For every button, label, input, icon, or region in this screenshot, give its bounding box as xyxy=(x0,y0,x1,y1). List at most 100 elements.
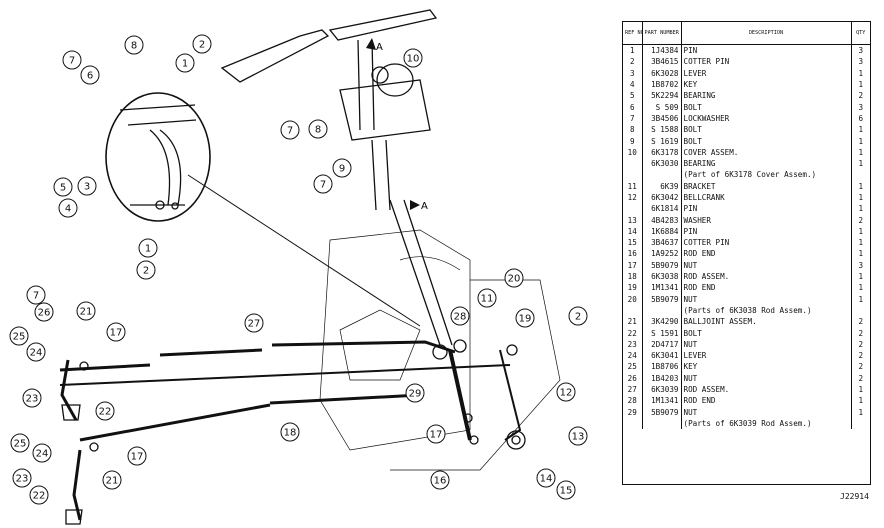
callout-label: 15 xyxy=(560,486,573,497)
callout-label: 24 xyxy=(36,449,49,460)
quantity: 1 xyxy=(858,294,864,304)
part-number: 6K3042 xyxy=(642,191,682,204)
description: PIN xyxy=(681,203,852,215)
part-number xyxy=(642,169,682,181)
description: KEY xyxy=(681,78,852,91)
description: LOCKWASHER xyxy=(681,112,852,125)
description: COVER ASSEM. xyxy=(681,146,852,158)
callout-label: 14 xyxy=(540,474,553,485)
callout-19: 19 xyxy=(515,308,535,328)
description: PIN xyxy=(681,225,852,238)
quantity: 1 xyxy=(858,181,864,191)
ref-number: 1 xyxy=(623,44,643,57)
callout-label: 4 xyxy=(65,204,71,215)
ref-number: 5 xyxy=(623,90,643,102)
ref-number: 28 xyxy=(623,395,643,407)
table-row: (Part of 6K3178 Cover Assem.) xyxy=(623,169,870,181)
part-number: 5K2294 xyxy=(642,90,682,102)
quantity: 1 xyxy=(858,68,864,78)
ref-number: 9 xyxy=(623,135,643,147)
quantity: 1 xyxy=(858,80,864,90)
callout-27: 27 xyxy=(244,313,264,333)
quantity: 1 xyxy=(858,407,864,417)
callout-2: 2 xyxy=(136,260,156,280)
part-number: S 1591 xyxy=(642,327,682,339)
inset-detail xyxy=(105,92,211,222)
callout-26: 26 xyxy=(34,302,54,322)
part-number: 1B8706 xyxy=(642,361,682,373)
quantity: 1 xyxy=(858,204,864,214)
part-number: S 1588 xyxy=(642,124,682,136)
callout-label: 10 xyxy=(407,54,420,65)
quantity: 2 xyxy=(858,91,864,101)
column-header-ref: REF NO. xyxy=(623,22,643,45)
ref-number: 29 xyxy=(623,406,643,418)
part-number: 3B4506 xyxy=(642,112,682,125)
ref-number: 8 xyxy=(623,124,643,136)
callout-label: 23 xyxy=(16,474,29,485)
part-number: 3B4637 xyxy=(642,237,682,249)
ref-number: 27 xyxy=(623,383,643,396)
callout-label: 17 xyxy=(430,430,443,441)
quantity: 1 xyxy=(858,226,864,236)
quantity: 2 xyxy=(858,362,864,372)
callout-23: 23 xyxy=(22,388,42,408)
callout-5: 5 xyxy=(53,177,73,197)
callout-label: 21 xyxy=(106,476,119,487)
part-number: 6K3039 xyxy=(642,383,682,396)
callout-label: 25 xyxy=(13,332,26,343)
arrow-label: A xyxy=(421,201,428,212)
part-number: 3K4290 xyxy=(642,316,682,328)
description: BOLT xyxy=(681,124,852,136)
callout-label: 29 xyxy=(409,389,422,400)
ref-number: 24 xyxy=(623,350,643,362)
ref-number xyxy=(623,157,643,170)
description: BEARING xyxy=(681,90,852,102)
callout-4: 4 xyxy=(58,198,78,218)
callout-label: 28 xyxy=(454,312,467,323)
parts-list: REF NO. PART NUMBER DESCRIPTION QTY 11J4… xyxy=(622,21,871,485)
part-number: 6K1814 xyxy=(642,203,682,215)
callout-label: 27 xyxy=(248,319,261,330)
callout-label: 2 xyxy=(143,266,149,277)
callout-label: 18 xyxy=(284,428,297,439)
part-number xyxy=(642,304,682,317)
description: BEARING xyxy=(681,157,852,170)
callout-label: 21 xyxy=(80,307,93,318)
quantity: 1 xyxy=(858,159,864,169)
callout-6: 6 xyxy=(80,65,100,85)
ref-number: 22 xyxy=(623,327,643,339)
ref-number: 10 xyxy=(623,146,643,158)
description: NUT xyxy=(681,372,852,384)
callout-7: 7 xyxy=(313,174,333,194)
description: LEVER xyxy=(681,350,852,362)
ref-number xyxy=(623,203,643,215)
column-header-qty: QTY xyxy=(851,22,870,45)
description: KEY xyxy=(681,361,852,373)
part-number: 1K6884 xyxy=(642,225,682,238)
ref-number xyxy=(623,417,643,430)
callout-7: 7 xyxy=(280,120,300,140)
callout-label: 12 xyxy=(560,388,573,399)
description: NUT xyxy=(681,406,852,418)
quantity: 3 xyxy=(858,260,864,270)
figure-number: J22914 xyxy=(840,492,869,501)
callout-label: 11 xyxy=(481,294,494,305)
exploded-view-drawing: A A 112223456777788910111213141516171717… xyxy=(9,9,588,525)
callout-17: 17 xyxy=(426,424,446,444)
